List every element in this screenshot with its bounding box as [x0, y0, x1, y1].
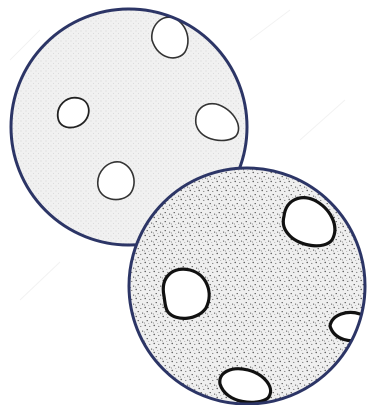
pale-blob-bottom: [98, 162, 134, 200]
pale-blob-left: [58, 98, 89, 128]
speckled-disc: [129, 168, 367, 404]
speckled-blob-left: [163, 269, 209, 318]
